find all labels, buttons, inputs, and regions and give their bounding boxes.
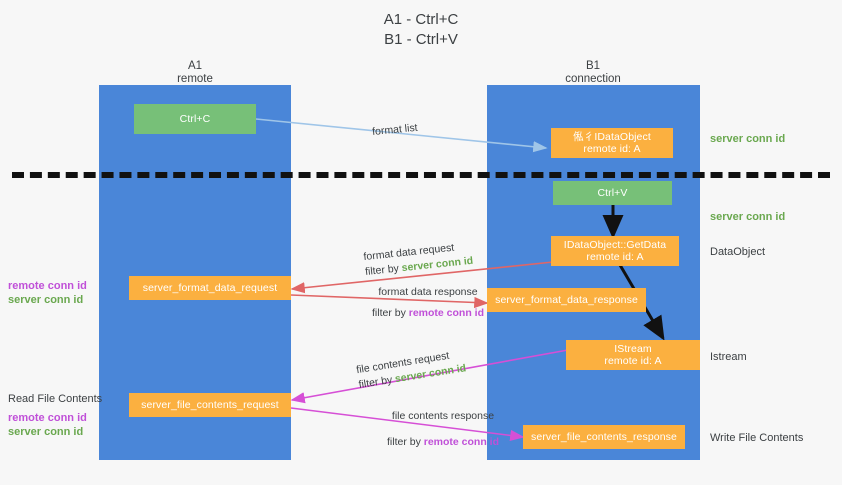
left-label-remote-conn-id-1: remote conn id <box>8 280 87 292</box>
node-server-file-contents-response[interactable]: server_file_contents_response <box>523 425 685 449</box>
node-idataobject-getdata[interactable]: IDataObject::GetData remote id: A <box>551 236 679 266</box>
column-b1-line2: connection <box>565 73 621 85</box>
column-header-a1: A1 remote <box>95 60 295 86</box>
node-ctrl-c[interactable]: Ctrl+C <box>134 104 256 134</box>
right-label-write-file-contents: Write File Contents <box>710 432 804 444</box>
node-ctrl-v-label: Ctrl+V <box>597 187 628 199</box>
left-label-read-file-contents: Read File Contents <box>8 393 103 405</box>
node-server-file-contents-response-label: server_file_contents_response <box>531 431 677 443</box>
flow-label-file-contents-request: file contents request filter by server c… <box>355 346 467 393</box>
title-line-1: A1 - Ctrl+C <box>383 11 459 28</box>
node-server-format-data-response[interactable]: server_format_data_response <box>487 288 646 312</box>
left-label-group1: remote conn id server conn id <box>8 279 87 307</box>
filter-value-remote-conn-id: remote conn id <box>423 436 500 448</box>
column-a1-line2: remote <box>177 73 213 85</box>
title-line-2: B1 - Ctrl+V <box>384 31 458 48</box>
node-server-file-contents-request-label: server_file_contents_request <box>141 399 279 411</box>
diagram-title: A1 - Ctrl+C B1 - Ctrl+V <box>0 10 842 50</box>
flow-label-format-list: format list <box>371 121 419 139</box>
phase-divider <box>12 172 830 178</box>
node-istream-line1: IStream <box>614 343 652 355</box>
node-server-format-data-request-label: server_format_data_request <box>142 282 278 294</box>
node-server-file-contents-request[interactable]: server_file_contents_request <box>129 393 291 417</box>
node-server-format-data-request[interactable]: server_format_data_request <box>129 276 291 300</box>
filter-value-remote-conn-id: remote conn id <box>408 307 485 319</box>
filter-prefix: filter by <box>364 262 403 279</box>
node-istream-line2: remote id: A <box>604 355 662 367</box>
flow-label-format-data-response: format data response filter by remote co… <box>338 285 518 321</box>
left-label-group2: remote conn id server conn id <box>8 411 87 439</box>
left-label-server-conn-id-1: server conn id <box>8 294 84 306</box>
left-label-server-conn-id-2: server conn id <box>8 426 84 438</box>
flow-label-format-data-response-text: format data response <box>378 286 478 298</box>
node-idataobject-top-line2: remote id: A <box>583 143 641 155</box>
flow-label-file-contents-response-filter: filter by remote conn id <box>348 435 538 450</box>
filter-prefix: filter by <box>386 436 424 448</box>
flow-label-file-contents-response: file contents response filter by remote … <box>348 409 538 450</box>
flow-label-file-contents-response-text: file contents response <box>391 410 495 422</box>
flow-label-format-data-response-filter: filter by remote conn id <box>338 306 518 321</box>
filter-prefix: filter by <box>371 307 409 319</box>
node-server-format-data-response-label: server_format_data_response <box>495 294 638 306</box>
flow-label-format-data-request: format data request filter by server con… <box>363 239 474 280</box>
left-label-remote-conn-id-2: remote conn id <box>8 412 87 424</box>
node-ctrl-c-label: Ctrl+C <box>179 113 211 125</box>
right-label-dataobject: DataObject <box>710 246 766 258</box>
column-b1-line1: B1 <box>585 60 601 72</box>
right-label-server-conn-id-1: server conn id <box>710 133 786 145</box>
node-getdata-line2: remote id: A <box>586 251 644 263</box>
node-idataobject-top[interactable]: 俬彳IDataObject remote id: A <box>551 128 673 158</box>
node-getdata-line1: IDataObject::GetData <box>563 239 667 251</box>
right-label-istream: Istream <box>710 351 747 363</box>
node-ctrl-v[interactable]: Ctrl+V <box>553 181 672 205</box>
column-header-b1: B1 connection <box>493 60 693 86</box>
node-idataobject-top-line1: 俬彳IDataObject <box>573 131 651 143</box>
column-a1-line1: A1 <box>187 60 203 72</box>
node-istream[interactable]: IStream remote id: A <box>566 340 700 370</box>
right-label-server-conn-id-2: server conn id <box>710 211 786 223</box>
